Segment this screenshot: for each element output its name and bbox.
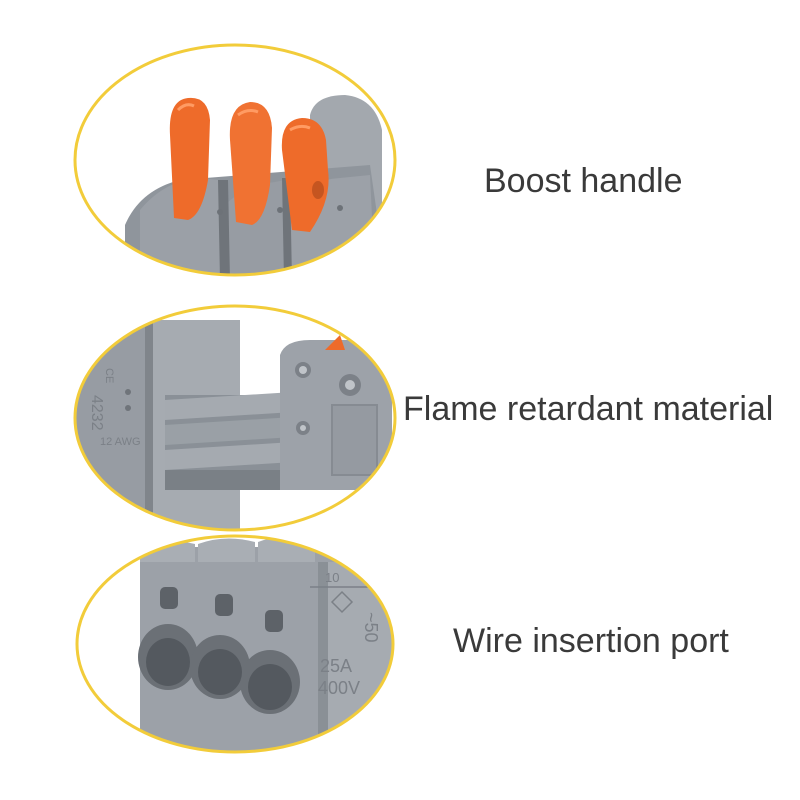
marking-awg: 12 AWG (100, 436, 141, 448)
marking-ce: CE (103, 368, 115, 383)
wire-insertion-port-photo: 10 25A 400V ~50 (75, 534, 395, 754)
lens-frame (75, 534, 395, 754)
feature-boost-handle: Boost handle (0, 0, 800, 290)
lever-1 (169, 97, 210, 220)
lens-frame (73, 43, 397, 277)
lever-3 (281, 118, 329, 232)
marking-strip-length-side: ~50 (361, 612, 381, 643)
caption-flame-retardant: Flame retardant material (403, 390, 774, 428)
marking-strip-length-top: 10 (325, 570, 339, 585)
boost-handle-photo (73, 43, 397, 277)
feature-flame-retardant: CE 4232 12 AWG Flame retardant material (0, 290, 800, 532)
lever-2 (229, 102, 272, 225)
marking-voltage: 400V (318, 678, 360, 698)
caption-wire-insertion-port: Wire insertion port (453, 622, 729, 660)
caption-boost-handle: Boost handle (484, 162, 683, 200)
feature-wire-insertion-port: 10 25A 400V ~50 Wire insertion port (0, 530, 800, 800)
marking-model: 4232 (88, 395, 105, 431)
lens-frame (73, 304, 397, 532)
marking-current: 25A (320, 656, 352, 676)
flame-retardant-photo: CE 4232 12 AWG (73, 304, 397, 532)
